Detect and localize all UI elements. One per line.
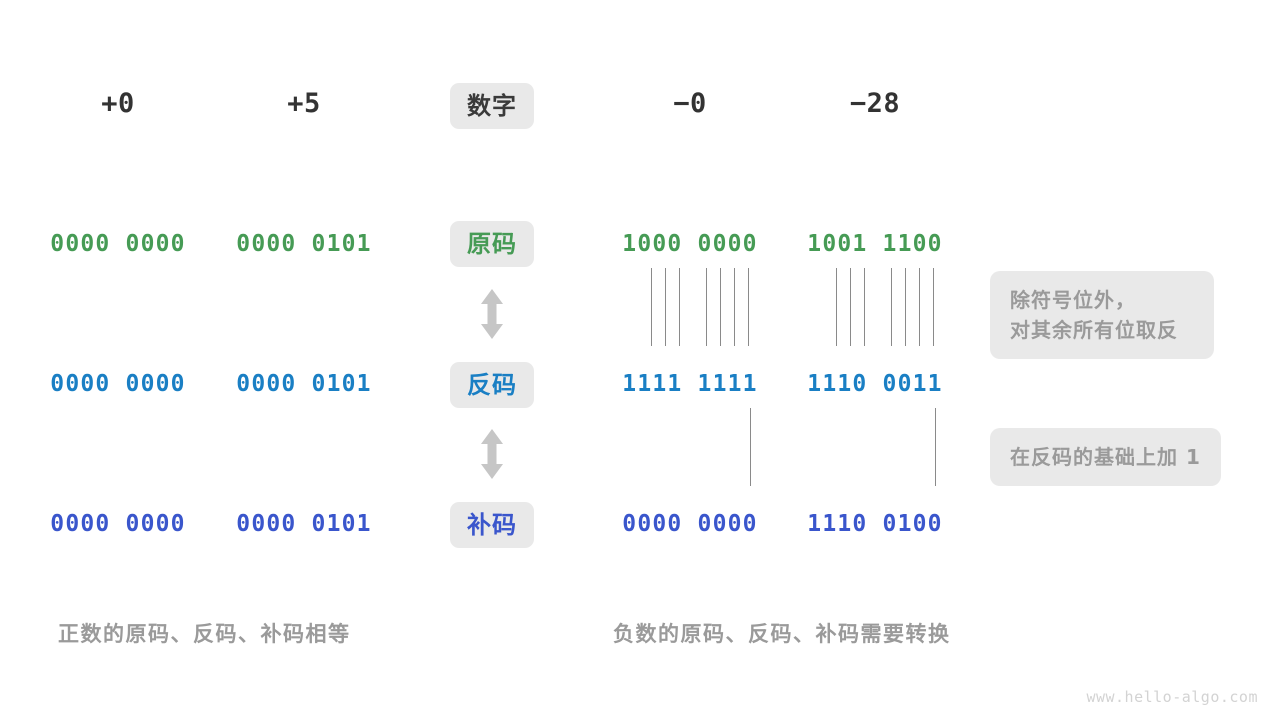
invert-tick-line [734, 268, 735, 346]
note-invert-bits: 除符号位外， 对其余所有位取反 [990, 271, 1214, 359]
row-header-chip-ones-complement: 反码 [450, 362, 534, 408]
cell-ones-complement-minus-twentyeight: 1110 0011 [807, 371, 943, 397]
cell-twos-complement-minus-twentyeight: 1110 0100 [807, 511, 943, 537]
row-header-chip-twos-complement: 补码 [450, 502, 534, 548]
note-add-one: 在反码的基础上加 1 [990, 428, 1221, 486]
cell-ones-complement-plus-zero: 0000 0000 [50, 371, 186, 397]
column-header-minus-twentyeight: −28 [849, 88, 901, 119]
column-header-minus-zero: −0 [673, 88, 707, 119]
invert-tick-line [919, 268, 920, 346]
cell-sign-magnitude-minus-zero: 1000 0000 [622, 231, 758, 257]
add-one-tick-line [750, 408, 751, 486]
row-header-chip-number: 数字 [450, 83, 534, 129]
cell-sign-magnitude-minus-twentyeight: 1001 1100 [807, 231, 943, 257]
cell-ones-complement-plus-five: 0000 0101 [236, 371, 372, 397]
invert-tick-line [850, 268, 851, 346]
invert-tick-line [933, 268, 934, 346]
invert-tick-line [665, 268, 666, 346]
invert-tick-line [748, 268, 749, 346]
invert-tick-line [864, 268, 865, 346]
cell-ones-complement-minus-zero: 1111 1111 [622, 371, 758, 397]
column-header-plus-five: +5 [287, 88, 321, 119]
invert-tick-line [679, 268, 680, 346]
row-header-chip-sign-magnitude: 原码 [450, 221, 534, 267]
invert-tick-line [891, 268, 892, 346]
double-vertical-arrow-icon-top [477, 288, 507, 344]
invert-tick-line [651, 268, 652, 346]
caption-negative-numbers: 负数的原码、反码、补码需要转换 [613, 622, 951, 646]
cell-sign-magnitude-plus-five: 0000 0101 [236, 231, 372, 257]
invert-tick-line [836, 268, 837, 346]
cell-twos-complement-plus-five: 0000 0101 [236, 511, 372, 537]
watermark-url: www.hello-algo.com [1086, 688, 1258, 706]
cell-sign-magnitude-plus-zero: 0000 0000 [50, 231, 186, 257]
cell-twos-complement-minus-zero: 0000 0000 [622, 511, 758, 537]
column-header-plus-zero: +0 [101, 88, 135, 119]
caption-positive-numbers: 正数的原码、反码、补码相等 [58, 622, 351, 646]
double-vertical-arrow-icon-bottom [477, 428, 507, 484]
invert-tick-line [706, 268, 707, 346]
cell-twos-complement-plus-zero: 0000 0000 [50, 511, 186, 537]
invert-tick-line [720, 268, 721, 346]
invert-tick-line [905, 268, 906, 346]
add-one-tick-line [935, 408, 936, 486]
